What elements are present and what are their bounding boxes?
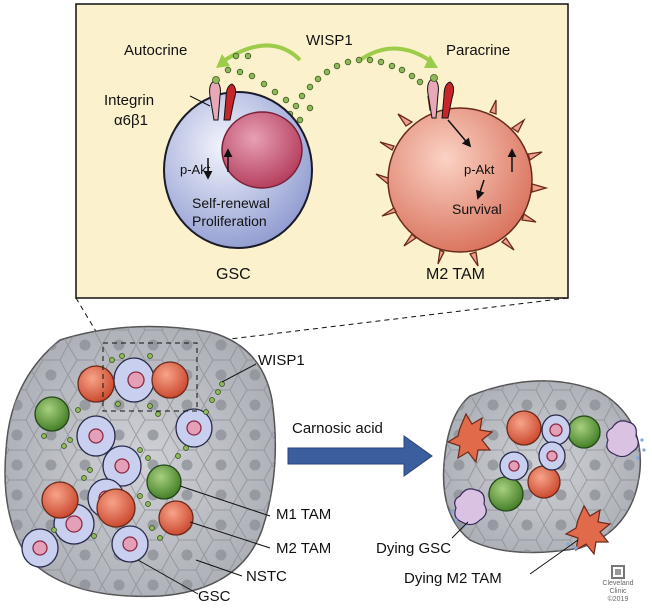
cleveland-clinic-logo-mark bbox=[611, 565, 625, 579]
logo-line1: Cleveland bbox=[602, 580, 634, 587]
dying-tams bbox=[446, 412, 612, 556]
dying-m2-tam-label: Dying M2 TAM bbox=[404, 570, 502, 587]
integrin-receptor-gsc bbox=[209, 76, 237, 121]
m1-tams-tumor bbox=[34, 396, 182, 500]
m2-tam-label: M2 TAM bbox=[276, 540, 332, 557]
gsc-pakt-label: p-Akt bbox=[180, 162, 211, 177]
zoom-box bbox=[102, 342, 198, 412]
gsc-outcome-line2: Proliferation bbox=[192, 213, 267, 229]
gsc-outcome-line1: Self-renewal bbox=[192, 195, 270, 211]
logo-line3: ©2019 bbox=[607, 596, 629, 603]
logo-line2: Clinic bbox=[609, 588, 627, 595]
inset-gsc-caption: GSC bbox=[216, 266, 251, 283]
gsc-nucleus-inset bbox=[221, 111, 303, 189]
integrin-label: Integrin bbox=[104, 92, 155, 109]
nstc-label: NSTC bbox=[246, 568, 287, 585]
m2-tams-tumor bbox=[41, 361, 194, 536]
inset-wisp1-label: WISP1 bbox=[306, 32, 353, 49]
autocrine-arrow bbox=[220, 43, 302, 64]
dying-gscs bbox=[454, 420, 639, 526]
tam-signal-arrow bbox=[476, 179, 485, 200]
integrin-receptor-tam bbox=[427, 74, 455, 119]
gsc-label: GSC bbox=[198, 588, 231, 605]
tam-outcome-label: Survival bbox=[452, 201, 502, 217]
paracrine-label: Paracrine bbox=[446, 42, 511, 59]
integrin-subtype-label: α6β1 bbox=[114, 112, 148, 129]
inset-tam-caption: M2 TAM bbox=[426, 266, 485, 283]
m2-tam-cell-inset bbox=[375, 95, 549, 267]
zoom-line-right bbox=[196, 297, 569, 344]
drug-label: Carnosic acid bbox=[292, 420, 383, 437]
tumor-wisp1-label: WISP1 bbox=[258, 352, 305, 369]
autocrine-label: Autocrine bbox=[124, 42, 188, 59]
paracrine-arrow bbox=[358, 46, 434, 64]
dying-gsc-label: Dying GSC bbox=[376, 540, 452, 557]
treatment-arrow bbox=[287, 435, 433, 477]
cleveland-clinic-logo: Cleveland Clinic ©2019 bbox=[598, 566, 638, 604]
wisp1-dots-tumor bbox=[41, 353, 225, 541]
tam-pakt-label: p-Akt bbox=[464, 162, 495, 177]
treated-cells bbox=[488, 410, 601, 512]
m1-tam-label: M1 TAM bbox=[276, 506, 332, 523]
